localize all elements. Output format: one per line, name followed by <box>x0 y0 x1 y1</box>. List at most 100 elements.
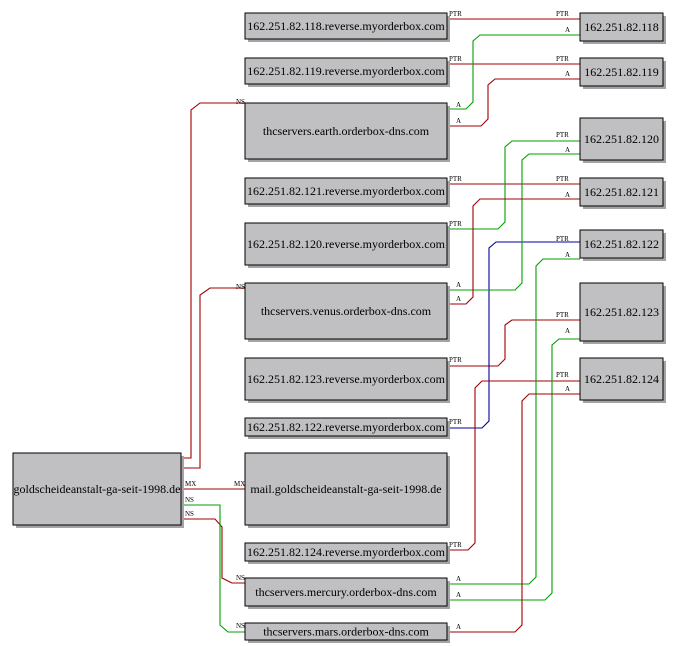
edge-label-end: PTR <box>556 311 569 319</box>
edge-label: PTR <box>449 175 462 183</box>
node-label: thcservers.earth.orderbox-dns.com <box>263 124 430 138</box>
node-label: 162.251.82.121 <box>584 185 659 199</box>
node-ip123: 162.251.82.123 <box>579 282 666 344</box>
node-box <box>244 542 448 562</box>
node-box <box>244 452 448 526</box>
node-box <box>579 229 664 259</box>
edge-label: A <box>456 117 461 125</box>
node-ip124: 162.251.82.124 <box>579 357 666 403</box>
edge-mercury-to-ip122 <box>447 258 580 585</box>
node-box <box>579 12 664 42</box>
edge-label: A <box>456 281 461 289</box>
edge-label-end: PTR <box>556 55 569 63</box>
node-ptr122: 162.251.82.122.reverse.myorderbox.com <box>244 417 450 439</box>
edge-label: PTR <box>449 55 462 63</box>
edge-ptr123-to-ip123 <box>447 319 580 367</box>
node-label: 162.251.82.119 <box>584 65 659 79</box>
edge-label-end: PTR <box>556 175 569 183</box>
edge-label: NS <box>185 496 194 504</box>
node-label: 162.251.82.120 <box>584 132 659 146</box>
edge-label: PTR <box>449 541 462 549</box>
node-box <box>579 282 664 342</box>
edge-label-end: A <box>565 26 570 34</box>
edge-mars-to-ip124 <box>447 393 580 633</box>
node-box <box>579 177 664 207</box>
edge-label: A <box>456 101 461 109</box>
node-label: goldscheideanstalt-ga-seit-1998.de <box>14 482 181 496</box>
node-box <box>244 577 448 607</box>
edge-label: NS <box>236 98 245 106</box>
edge-domain-to-earth <box>181 102 245 459</box>
node-label: thcservers.mercury.orderbox-dns.com <box>255 585 437 599</box>
node-label: 162.251.82.123.reverse.myorderbox.com <box>247 372 446 386</box>
edge-ptr120-to-ip120 <box>447 140 580 230</box>
node-layer: 162.251.82.118.reverse.myorderbox.com 162… <box>12 12 666 643</box>
edge-earth-to-ip119 <box>447 78 580 127</box>
node-ip120: 162.251.82.120 <box>579 117 666 163</box>
node-box <box>244 177 448 205</box>
edge-label-end: NS <box>236 574 245 582</box>
node-mars: thcservers.mars.orderbox-dns.com <box>244 622 450 643</box>
edge-label-end: PTR <box>556 235 569 243</box>
node-label: 162.251.82.119.reverse.myorderbox.com <box>247 64 445 78</box>
edge-label: PTR <box>449 418 462 426</box>
node-ip121: 162.251.82.121 <box>579 177 666 209</box>
node-venus: thcservers.venus.orderbox-dns.com <box>244 282 450 342</box>
edge-label-end: A <box>565 385 570 393</box>
edge-label-end: MX <box>234 480 245 488</box>
node-box <box>244 282 448 340</box>
edge-domain-to-venus <box>181 287 245 469</box>
node-ip119: 162.251.82.119 <box>579 57 666 89</box>
node-ip118: 162.251.82.118 <box>579 12 666 44</box>
node-label: 162.251.82.122 <box>584 237 659 251</box>
node-earth: thcservers.earth.orderbox-dns.com <box>244 102 450 162</box>
edge-label: A <box>456 591 461 599</box>
edge-label-end: PTR <box>556 371 569 379</box>
node-ptr118: 162.251.82.118.reverse.myorderbox.com <box>244 12 450 42</box>
node-box <box>244 222 448 266</box>
edge-label-end: A <box>565 70 570 78</box>
node-ptr121: 162.251.82.121.reverse.myorderbox.com <box>244 177 450 207</box>
node-box <box>579 117 664 161</box>
node-domain: goldscheideanstalt-ga-seit-1998.de <box>12 452 184 528</box>
edge-label-end: NS <box>236 622 245 630</box>
edge-label: NS <box>236 283 245 291</box>
node-box <box>579 57 664 87</box>
node-label: 162.251.82.120.reverse.myorderbox.com <box>247 237 446 251</box>
node-label: thcservers.venus.orderbox-dns.com <box>261 304 432 318</box>
node-label: thcservers.mars.orderbox-dns.com <box>263 625 429 639</box>
node-label: 162.251.82.124 <box>584 372 659 386</box>
edge-label-end: PTR <box>556 10 569 18</box>
node-box <box>12 452 182 526</box>
node-box <box>244 357 448 401</box>
node-label: mail.goldscheideanstalt-ga-seit-1998.de <box>250 482 441 496</box>
node-box <box>244 12 448 40</box>
edge-domain-to-mars <box>181 504 245 633</box>
edge-label: NS <box>185 510 194 518</box>
edge-ptr124-to-ip124 <box>447 380 580 551</box>
edge-label: MX <box>185 480 196 488</box>
node-box <box>244 622 448 641</box>
edge-domain-to-mercury <box>181 518 245 584</box>
node-ptr123: 162.251.82.123.reverse.myorderbox.com <box>244 357 450 403</box>
node-label: 162.251.82.123 <box>584 305 659 319</box>
edge-label-end: A <box>565 146 570 154</box>
edge-mercury-to-ip123 <box>447 338 580 601</box>
edge-label: PTR <box>449 10 462 18</box>
node-ip122: 162.251.82.122 <box>579 229 666 261</box>
node-label: 162.251.82.118.reverse.myorderbox.com <box>247 19 445 33</box>
node-label: 162.251.82.121.reverse.myorderbox.com <box>247 184 446 198</box>
edge-label: PTR <box>449 220 462 228</box>
edge-label: A <box>456 295 461 303</box>
node-box <box>244 57 448 85</box>
edge-label-end: A <box>565 327 570 335</box>
node-label: 162.251.82.118 <box>584 20 659 34</box>
edge-layer: NS NS MX MX NS NS NS NS PTR PTR PTR PTR PTR PTR PTR PTR… <box>181 10 580 633</box>
edge-label-end: A <box>565 251 570 259</box>
node-label: 162.251.82.122.reverse.myorderbox.com <box>247 420 446 434</box>
node-ptr119: 162.251.82.119.reverse.myorderbox.com <box>244 57 450 87</box>
edge-label: A <box>456 623 461 631</box>
edge-ptr122-to-ip122 <box>447 241 580 429</box>
edge-earth-to-ip118 <box>447 34 580 110</box>
